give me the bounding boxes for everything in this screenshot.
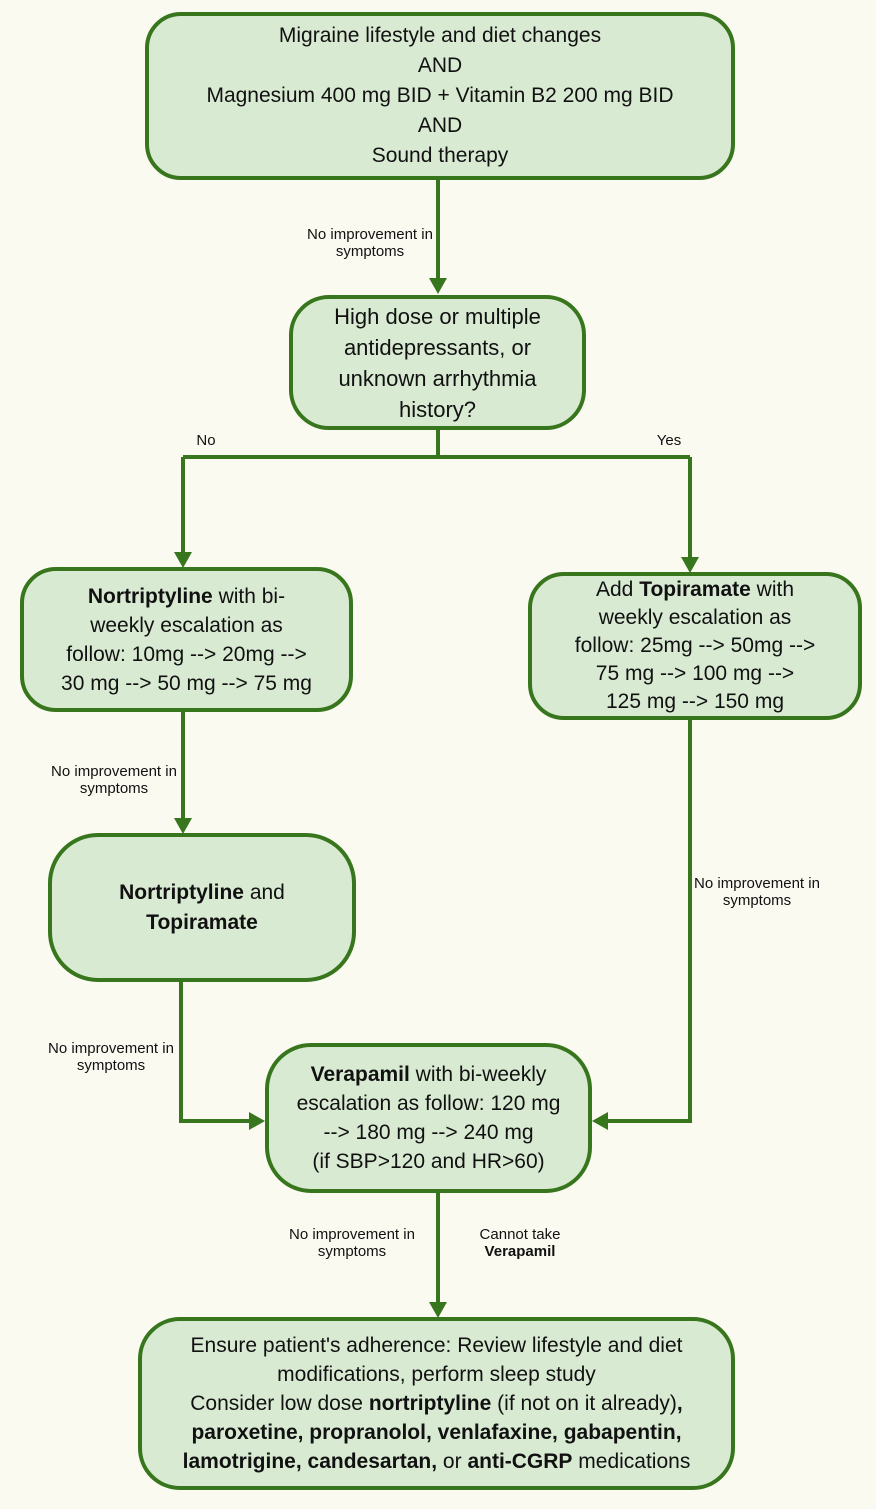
connector-combo-verapamil	[179, 982, 250, 1123]
connector-topiramate-verapamil	[607, 720, 692, 1123]
arrowhead-topiramate	[681, 557, 699, 573]
arrowhead-final	[429, 1302, 447, 1318]
arrowhead-verapamil-right	[592, 1112, 608, 1130]
arrowhead-nortriptyline	[174, 552, 192, 568]
arrowhead-combo	[174, 818, 192, 834]
arrowhead-verapamil-left	[249, 1112, 265, 1130]
edge-label-no: No	[196, 432, 216, 449]
edge-label-yes: Yes	[656, 432, 682, 449]
arrowhead-question	[429, 278, 447, 294]
connector-branch	[181, 430, 692, 557]
node-nortriptyline-escalation: Nortriptyline with bi-weekly escalation …	[20, 567, 353, 712]
node-adherence-review-alternatives: Ensure patient's adherence: Review lifes…	[138, 1317, 735, 1490]
